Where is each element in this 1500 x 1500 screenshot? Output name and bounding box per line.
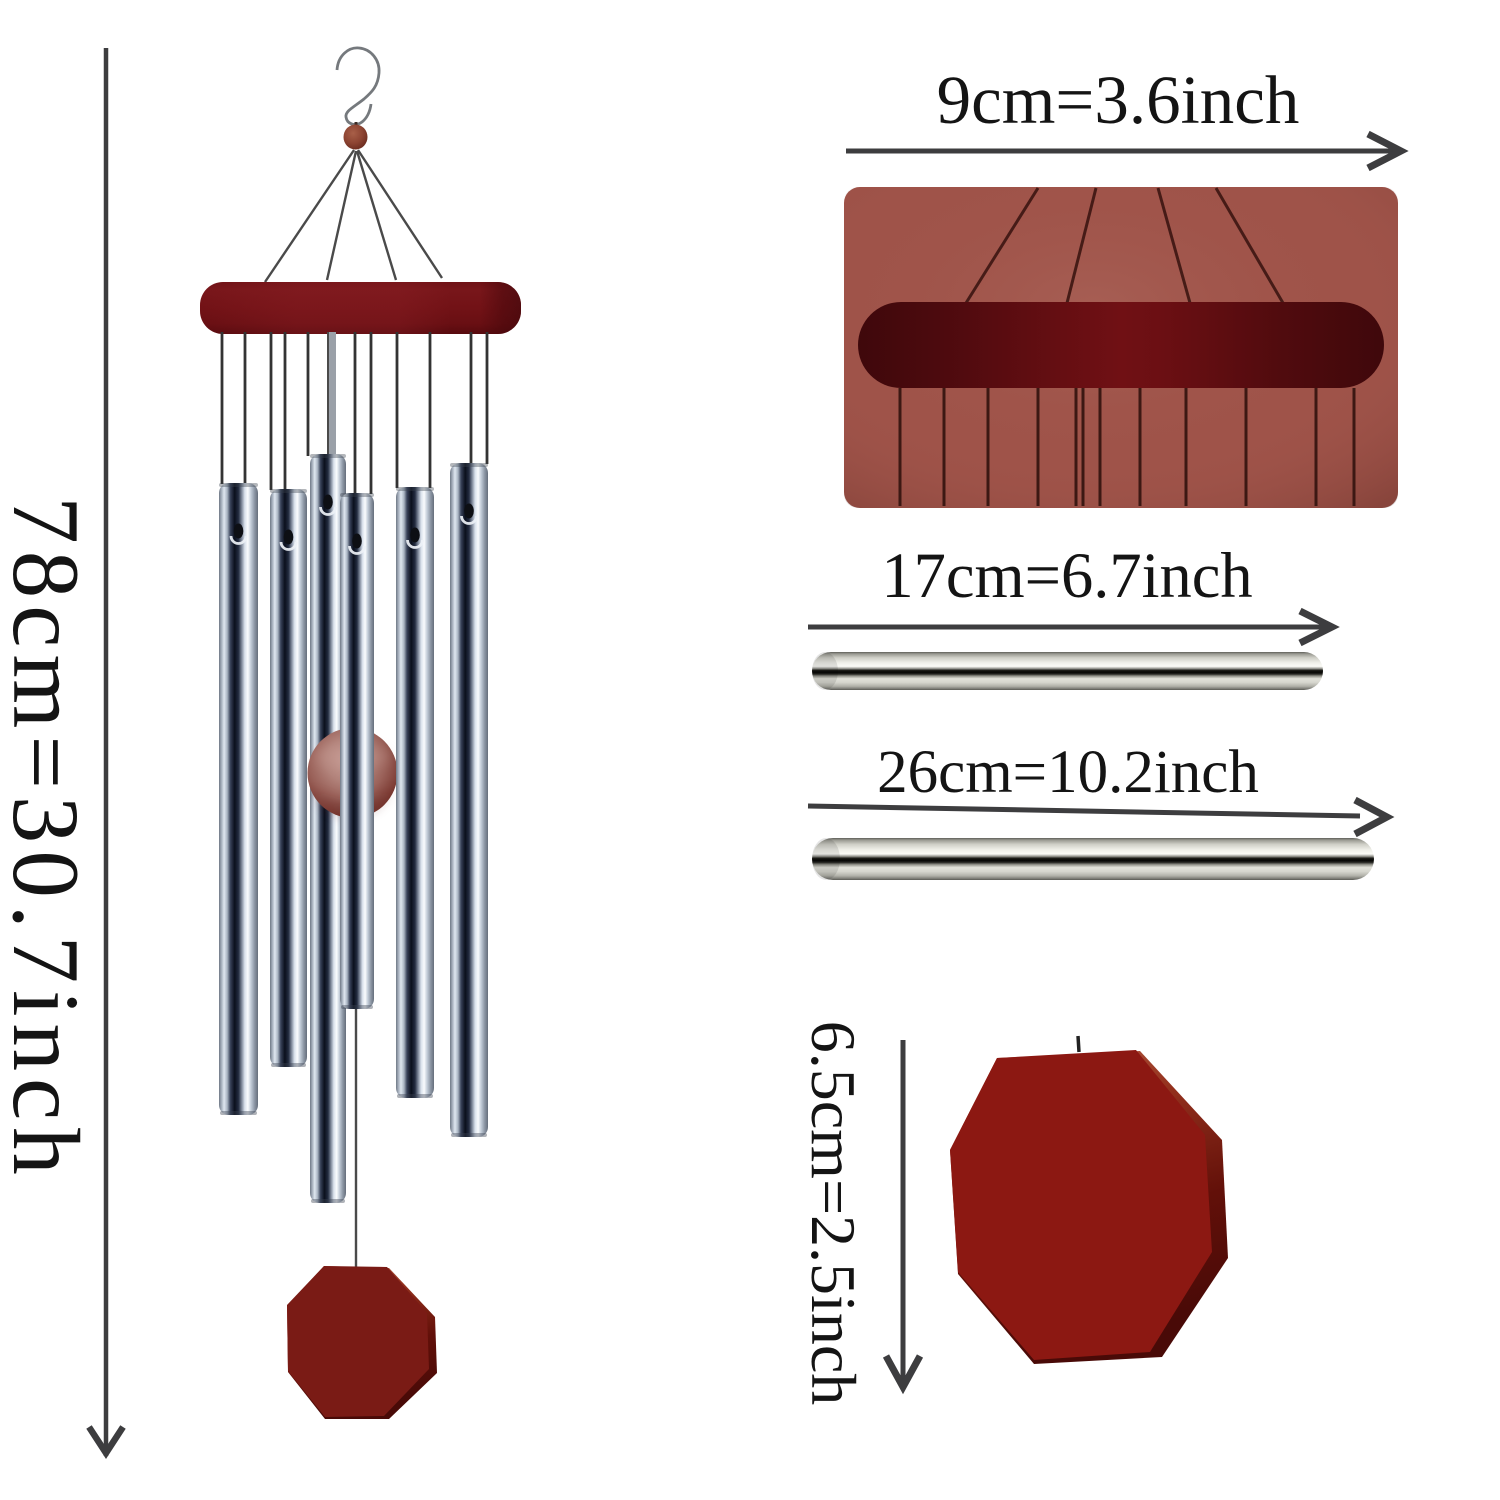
svg-text:6.5cm=2.5inch: 6.5cm=2.5inch (798, 1021, 869, 1405)
svg-text:78cm=30.7inch: 78cm=30.7inch (0, 496, 99, 1181)
svg-text:26cm=10.2inch: 26cm=10.2inch (877, 739, 1259, 806)
svg-text:9cm=3.6inch: 9cm=3.6inch (937, 62, 1300, 138)
svg-text:17cm=6.7inch: 17cm=6.7inch (881, 540, 1252, 611)
